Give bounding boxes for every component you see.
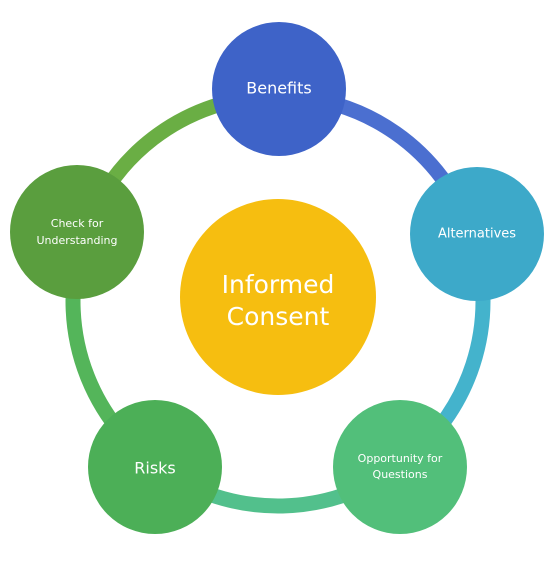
node-opportunity-for-questions-label-line-1: Opportunity for [358, 452, 443, 465]
node-benefits-circle [212, 22, 346, 156]
center-node: Informed Consent [180, 199, 376, 395]
node-risks: Risks [88, 400, 222, 534]
node-check-for-understanding-label-line-2: Understanding [36, 234, 117, 247]
node-opportunity-for-questions-circle [333, 400, 467, 534]
node-check-for-understanding: Check for Understanding [10, 165, 144, 299]
node-benefits-label: Benefits [246, 79, 312, 98]
center-label-line-1: Informed [222, 270, 335, 299]
node-alternatives-label: Alternatives [438, 227, 516, 242]
node-opportunity-for-questions-label-line-2: Questions [373, 468, 428, 481]
node-check-for-understanding-label-line-1: Check for [51, 217, 104, 230]
node-opportunity-for-questions: Opportunity for Questions [333, 400, 467, 534]
node-benefits: Benefits [212, 22, 346, 156]
center-circle [180, 199, 376, 395]
node-check-for-understanding-circle [10, 165, 144, 299]
center-label-line-2: Consent [227, 302, 330, 331]
node-alternatives: Alternatives [410, 167, 544, 301]
node-alternatives-circle [410, 167, 544, 301]
node-risks-label: Risks [134, 459, 176, 478]
node-risks-circle [88, 400, 222, 534]
